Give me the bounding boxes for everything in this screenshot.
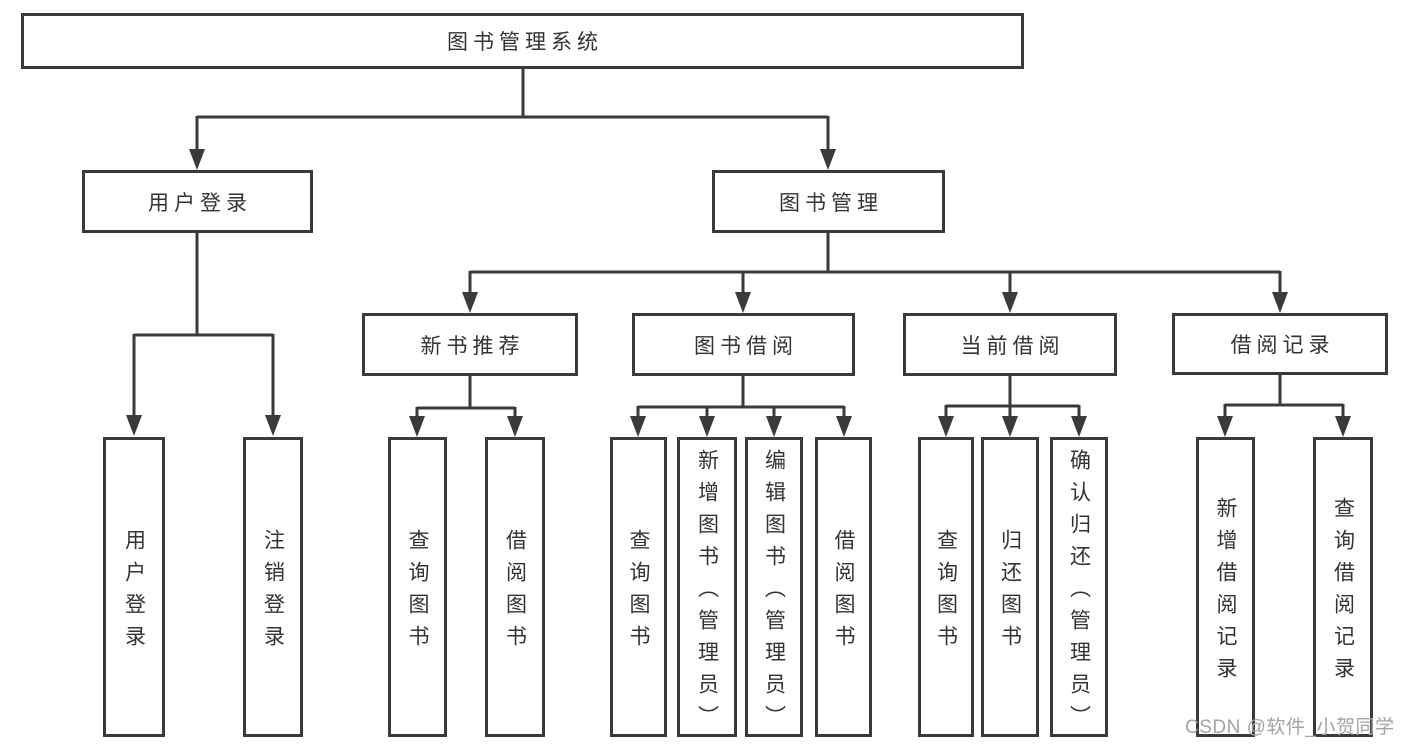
- leaf-confirm-return-admin-label: 确认归还（管理员）: [1067, 448, 1091, 737]
- connector-borrow-trunk: [636, 376, 846, 420]
- node-book-management-label: 图书管理: [779, 191, 883, 215]
- leaf-borrow-books-recommend: 借阅图书: [485, 437, 545, 737]
- connector-newrec-trunk: [415, 376, 517, 420]
- arrowhead-icon: [820, 149, 836, 170]
- leaf-query-books-recommend-label: 查询图书: [406, 528, 429, 657]
- watermark-text: CSDN @软件_小贺同学: [1185, 717, 1395, 738]
- node-new-book-recommend-label: 新书推荐: [420, 334, 525, 358]
- connector-current-trunk: [944, 376, 1081, 420]
- leaf-add-borrow-record: 新增借阅记录: [1196, 437, 1255, 737]
- connector-root-trunk: [195, 69, 830, 153]
- leaf-borrow-books-recommend-label: 借阅图书: [503, 528, 527, 657]
- arrowhead-icon: [1217, 416, 1233, 437]
- arrowhead-icon: [1272, 292, 1288, 313]
- leaf-user-login: 用户登录: [103, 437, 165, 737]
- node-new-book-recommend: 新书推荐: [362, 313, 578, 376]
- node-root: 图书管理系统: [21, 13, 1024, 69]
- node-borrow-records: 借阅记录: [1172, 313, 1388, 375]
- leaf-query-books-recommend: 查询图书: [388, 437, 447, 737]
- node-book-management: 图书管理: [712, 170, 945, 233]
- node-root-label: 图书管理系统: [447, 31, 603, 54]
- node-book-borrow-label: 图书借阅: [694, 334, 798, 358]
- node-current-borrow: 当前借阅: [903, 313, 1117, 376]
- node-user-login-label: 用户登录: [148, 191, 252, 215]
- arrowhead-icon: [735, 292, 751, 313]
- connector-bookmgmt-trunk: [468, 233, 1282, 296]
- leaf-add-books-admin: 新增图书（管理员）: [677, 437, 737, 737]
- node-book-borrow: 图书借阅: [632, 313, 855, 376]
- node-user-login: 用户登录: [82, 170, 313, 233]
- arrowhead-icon: [462, 292, 478, 313]
- leaf-add-books-admin-label: 新增图书（管理员）: [695, 448, 719, 737]
- leaf-query-books-current: 查询图书: [918, 437, 974, 737]
- leaf-edit-books-admin: 编辑图书（管理员）: [745, 437, 803, 737]
- arrowhead-icon: [699, 416, 715, 437]
- node-current-borrow-label: 当前借阅: [960, 334, 1065, 358]
- leaf-borrow-books: 借阅图书: [815, 437, 872, 737]
- leaf-query-borrow-record: 查询借阅记录: [1313, 437, 1373, 737]
- leaf-query-books-borrow: 查询图书: [610, 437, 667, 737]
- arrowhead-icon: [1002, 416, 1018, 437]
- leaf-query-books-borrow-label: 查询图书: [627, 528, 650, 657]
- leaf-return-books-label: 归还图书: [998, 528, 1022, 657]
- connector-records-trunk: [1223, 375, 1345, 420]
- arrowhead-icon: [1335, 416, 1351, 437]
- arrowhead-icon: [1002, 292, 1018, 313]
- leaf-edit-books-admin-label: 编辑图书（管理员）: [762, 448, 786, 737]
- leaf-user-login-label: 用户登录: [122, 528, 146, 657]
- arrowhead-icon: [836, 416, 852, 437]
- arrowhead-icon: [265, 415, 281, 436]
- leaf-confirm-return-admin: 确认归还（管理员）: [1050, 437, 1108, 737]
- arrowhead-icon: [189, 149, 205, 170]
- arrowhead-icon: [1071, 416, 1087, 437]
- arrowhead-icon: [507, 416, 523, 437]
- leaf-return-books: 归还图书: [981, 437, 1039, 737]
- connector-userlogin-trunk: [132, 233, 275, 420]
- leaf-query-borrow-record-label: 查询借阅记录: [1331, 496, 1355, 689]
- arrowhead-icon: [938, 416, 954, 437]
- leaf-logout-label: 注销登录: [261, 528, 285, 657]
- leaf-query-books-current-label: 查询图书: [934, 528, 958, 657]
- arrowhead-icon: [409, 416, 425, 437]
- arrowhead-icon: [766, 416, 782, 437]
- node-borrow-records-label: 借阅记录: [1230, 334, 1335, 357]
- leaf-borrow-books-label: 借阅图书: [832, 528, 855, 657]
- leaf-add-borrow-record-label: 新增借阅记录: [1214, 496, 1237, 689]
- arrowhead-icon: [630, 416, 646, 437]
- leaf-logout: 注销登录: [243, 437, 303, 737]
- arrowhead-icon: [126, 415, 142, 436]
